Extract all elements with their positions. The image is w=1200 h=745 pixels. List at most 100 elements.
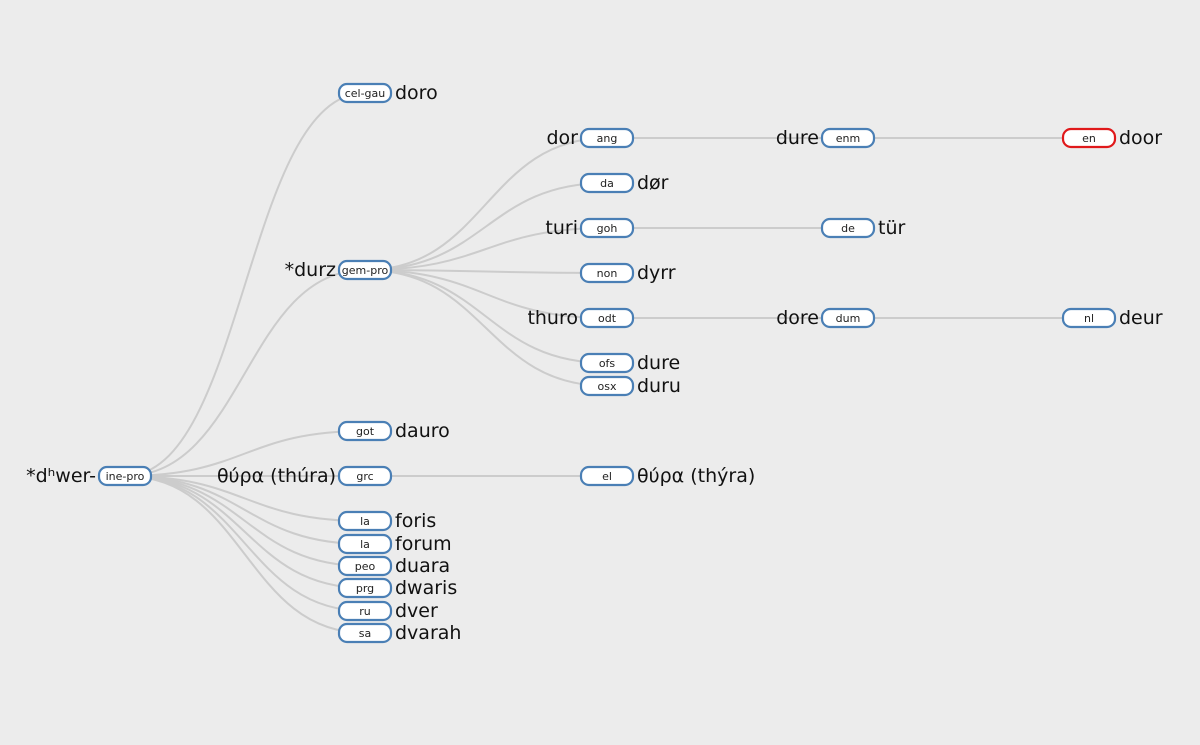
node-pill[interactable] — [337, 420, 393, 442]
tree-link — [124, 475, 366, 567]
tree-link — [124, 475, 366, 634]
node-language-code: ru — [359, 605, 371, 618]
tree-link — [364, 269, 608, 274]
node-word: tür — [878, 217, 905, 239]
node-pill[interactable] — [820, 127, 876, 149]
tree-node[interactable]: de tür — [820, 217, 905, 239]
tree-node[interactable]: osx duru — [579, 375, 681, 397]
tree-node[interactable]: la foris — [337, 510, 436, 532]
node-word: dvarah — [395, 622, 461, 644]
node-pill-highlighted[interactable] — [1061, 127, 1117, 149]
tree-link — [364, 227, 608, 271]
node-word: dwaris — [395, 577, 457, 599]
node-language-code: non — [597, 267, 618, 280]
node-pill[interactable] — [337, 259, 393, 281]
node-pill[interactable] — [579, 262, 635, 284]
tree-link — [364, 269, 608, 387]
node-word: deur — [1119, 307, 1163, 329]
node-language-code: en — [1082, 132, 1096, 145]
tree-node[interactable]: ine-pro *dʰwer- — [26, 465, 153, 487]
tree-link — [364, 137, 608, 271]
tree-node[interactable]: ang dor — [547, 127, 635, 149]
node-pill[interactable] — [337, 510, 393, 532]
node-word: dauro — [395, 420, 450, 442]
node-word: dure — [776, 127, 819, 149]
node-pill[interactable] — [337, 577, 393, 599]
node-word: thuro — [527, 307, 578, 329]
node-pill[interactable] — [337, 555, 393, 577]
node-pill[interactable] — [820, 307, 876, 329]
node-language-code: goh — [597, 222, 618, 235]
node-language-code: la — [360, 515, 370, 528]
tree-node[interactable]: gem-pro*durz — [285, 259, 393, 281]
tree-link — [364, 269, 608, 319]
node-word: dor — [547, 127, 579, 149]
tree-node[interactable]: enm dure — [776, 127, 876, 149]
tree-links — [124, 92, 1089, 634]
tree-node[interactable]: nl deur — [1061, 307, 1163, 329]
node-pill[interactable] — [337, 600, 393, 622]
node-word: doro — [395, 82, 438, 104]
tree-node[interactable]: dum dore — [776, 307, 876, 329]
node-pill[interactable] — [337, 82, 393, 104]
tree-node[interactable]: grc θύρα (thúra) — [217, 465, 393, 487]
node-pill[interactable] — [337, 533, 393, 555]
tree-node[interactable]: ru dver — [337, 600, 438, 622]
tree-link — [124, 475, 366, 589]
node-word: forum — [395, 533, 452, 555]
tree-link — [124, 475, 366, 612]
node-pill[interactable] — [579, 352, 635, 374]
node-pill[interactable] — [820, 217, 876, 239]
tree-node[interactable]: got dauro — [337, 420, 450, 442]
node-language-code: enm — [836, 132, 860, 145]
node-pill[interactable] — [579, 127, 635, 149]
node-word: *durz — [285, 259, 336, 281]
node-pill[interactable] — [579, 217, 635, 239]
node-language-code: prg — [356, 582, 374, 595]
node-word: θύρα (thúra) — [217, 465, 336, 487]
node-word: θύρα (thýra) — [637, 465, 755, 487]
node-pill[interactable] — [337, 622, 393, 644]
tree-node[interactable]: prg dwaris — [337, 577, 457, 599]
tree-node[interactable]: cel-gau doro — [337, 82, 438, 104]
node-pill[interactable] — [1061, 307, 1117, 329]
node-pill[interactable] — [579, 172, 635, 194]
node-language-code: got — [356, 425, 375, 438]
node-language-code: ofs — [599, 357, 616, 370]
node-language-code: ine-pro — [106, 470, 145, 483]
node-word: duru — [637, 375, 681, 397]
node-language-code: nl — [1084, 312, 1094, 325]
tree-link — [124, 430, 366, 477]
node-language-code: da — [600, 177, 614, 190]
node-pill[interactable] — [579, 465, 635, 487]
node-pill[interactable] — [97, 465, 153, 487]
node-word: dore — [776, 307, 819, 329]
node-language-code: ang — [597, 132, 618, 145]
node-pill[interactable] — [579, 307, 635, 329]
node-word: dver — [395, 600, 438, 622]
node-word: *dʰwer- — [26, 465, 96, 487]
node-language-code: dum — [836, 312, 861, 325]
node-language-code: de — [841, 222, 855, 235]
node-word: foris — [395, 510, 436, 532]
node-language-code: peo — [355, 560, 376, 573]
node-language-code: cel-gau — [345, 87, 386, 100]
tree-link — [124, 92, 366, 477]
tree-link — [124, 269, 366, 477]
node-pill[interactable] — [579, 375, 635, 397]
node-language-code: osx — [598, 380, 617, 393]
node-pill[interactable] — [337, 465, 393, 487]
tree-link — [364, 182, 608, 271]
node-language-code: grc — [356, 470, 373, 483]
